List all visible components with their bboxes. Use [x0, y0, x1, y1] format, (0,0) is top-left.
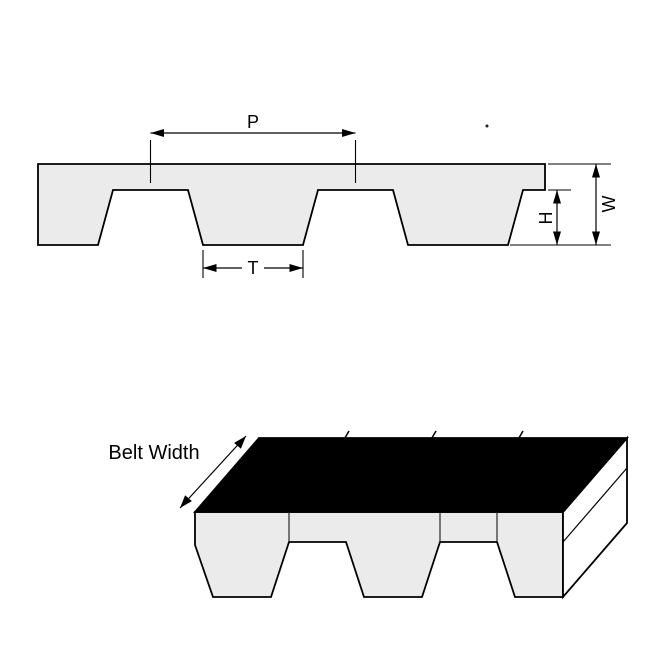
arrowhead-right-icon: [342, 129, 356, 137]
tooth-width-label: T: [248, 258, 259, 278]
arrowhead-up-icon: [553, 190, 561, 204]
arrowhead-down-icon: [592, 231, 600, 245]
dimension-tooth-height: H: [510, 189, 611, 246]
arrowhead-up-icon: [592, 164, 600, 178]
arrowhead-upper-icon: [234, 436, 246, 449]
end-face-tooth-root-line: [562, 467, 628, 543]
belt-front-face: [194, 511, 564, 598]
top-face-tooth-ticks: [341, 430, 524, 444]
tooth-tick: [341, 430, 350, 444]
arrowhead-lower-icon: [180, 495, 192, 508]
arrowhead-down-icon: [553, 231, 561, 245]
belt-thickness-label: W: [599, 196, 619, 213]
arrowhead-left-icon: [150, 129, 164, 137]
dimension-pitch: P: [149, 112, 357, 183]
belt-top-face: [193, 437, 629, 513]
belt-width-arrow-shaft: [179, 435, 247, 509]
arrowhead-left-icon: [203, 264, 217, 272]
tooth-height-label: H: [536, 212, 556, 225]
artifact-dot: [485, 124, 489, 128]
tooth-tick: [515, 430, 524, 444]
dimension-belt-thickness: W: [548, 163, 619, 245]
front-face-tooth-lines: [288, 513, 498, 541]
arrowhead-right-icon: [289, 264, 303, 272]
tooth-tick: [428, 430, 437, 444]
belt-3d-figure: Belt Width: [108, 430, 629, 600]
pitch-label: P: [247, 112, 259, 132]
belt-width-annotation: Belt Width: [108, 435, 247, 509]
belt-width-label: Belt Width: [108, 442, 199, 464]
belt-profile: [37, 163, 546, 246]
dimension-tooth-width: T: [202, 250, 304, 278]
cross-section-figure: P T H W: [37, 112, 619, 278]
